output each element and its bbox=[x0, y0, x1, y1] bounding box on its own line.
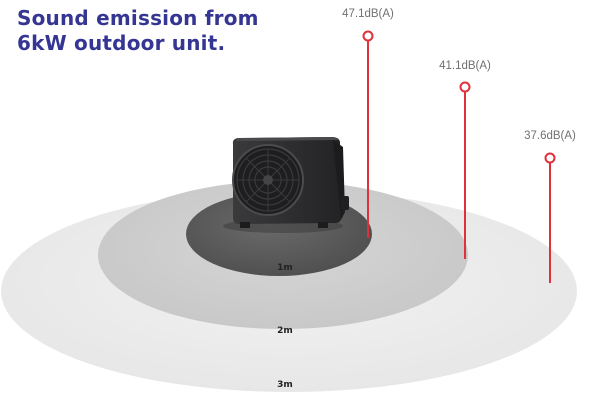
title-line-2: 6kW outdoor unit. bbox=[17, 31, 226, 55]
marker-label-1m: 47.1dB(A) bbox=[342, 8, 394, 20]
marker-label-2m: 41.1dB(A) bbox=[439, 60, 491, 72]
marker-pin-3m bbox=[544, 152, 556, 164]
marker-3m: 37.6dB(A) bbox=[524, 130, 576, 283]
marker-1m: 47.1dB(A) bbox=[342, 8, 394, 238]
diagram-title: Sound emission from 6kW outdoor unit. bbox=[17, 6, 317, 56]
ring-label-2m: 2m bbox=[277, 326, 293, 336]
marker-2m: 41.1dB(A) bbox=[439, 60, 491, 259]
title-line-1: Sound emission from bbox=[17, 6, 259, 30]
marker-pin-2m bbox=[459, 81, 471, 93]
ring-label-3m: 3m bbox=[277, 380, 293, 390]
heat-pump-outdoor-unit-icon bbox=[223, 137, 349, 233]
marker-pin-1m bbox=[362, 30, 374, 42]
marker-label-3m: 37.6dB(A) bbox=[524, 130, 576, 142]
ring-label-1m: 1m bbox=[277, 263, 293, 273]
